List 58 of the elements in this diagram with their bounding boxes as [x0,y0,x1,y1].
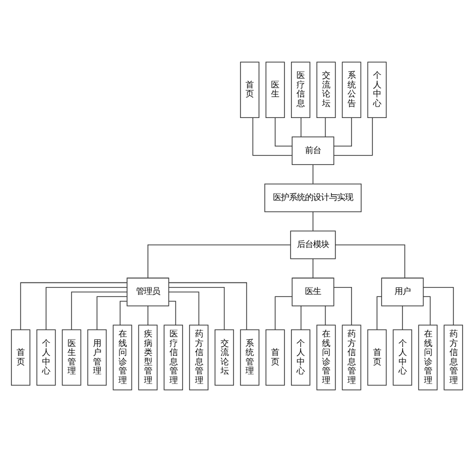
node-box: 交流论坛 [214,329,234,386]
connector [312,258,314,278]
connector [168,300,176,326]
node-box: 医生管理 [62,329,82,386]
node-box: 首页 [11,329,30,386]
node-box: 首页 [266,329,285,386]
connector [46,286,128,330]
node-box: 医护系统的设计与实现 [264,184,362,212]
node-box: 用户管理 [87,329,107,386]
node-box: 药方信息管理 [444,324,463,390]
connector [300,305,302,330]
connector [324,117,326,137]
node-box: 医生 [292,278,334,306]
connector [423,296,431,326]
node-box: 医疗信息管理 [164,324,183,390]
connector [335,244,406,278]
connector [402,305,403,330]
connector [312,164,314,184]
connector [252,117,292,156]
node-box: 前台 [292,136,334,166]
node-box: 药方信息管理 [342,324,362,390]
node-box: 医疗信息 [291,62,310,118]
node-box: 个人中心 [36,329,56,386]
node-box: 个人中心 [367,62,387,118]
connector [148,244,291,278]
connector [168,286,225,330]
node-box: 首页 [240,62,260,118]
connector [96,296,128,330]
connector [168,292,200,326]
connector [333,117,352,147]
node-box: 在线问诊管理 [316,324,336,390]
connector [71,292,128,330]
node-box: 交流论坛 [316,62,336,118]
node-box: 用户 [381,278,424,306]
node-box: 疾病类型管理 [138,324,158,390]
node-box: 个人中心 [392,329,412,386]
node-box: 后台模块 [290,230,336,260]
node-box: 系统管理 [240,329,260,386]
node-box: 管理员 [126,278,170,306]
connector [333,286,352,326]
node-box: 个人中心 [291,329,310,386]
node-box: 医生 [266,62,285,118]
connector [334,117,373,156]
connector [312,212,314,232]
node-box: 在线问诊管理 [418,324,438,390]
connector [324,305,326,326]
connector [376,296,382,330]
node-box: 在线问诊管理 [112,324,132,390]
connector [20,282,128,330]
node-box: 首页 [367,329,387,386]
node-box: 系统公告 [342,62,362,118]
connector [120,300,128,326]
connector [274,117,292,147]
connector [168,282,248,330]
connector [423,286,454,326]
connector [300,117,302,137]
node-box: 药方信息管理 [189,324,208,390]
connector [274,296,292,330]
